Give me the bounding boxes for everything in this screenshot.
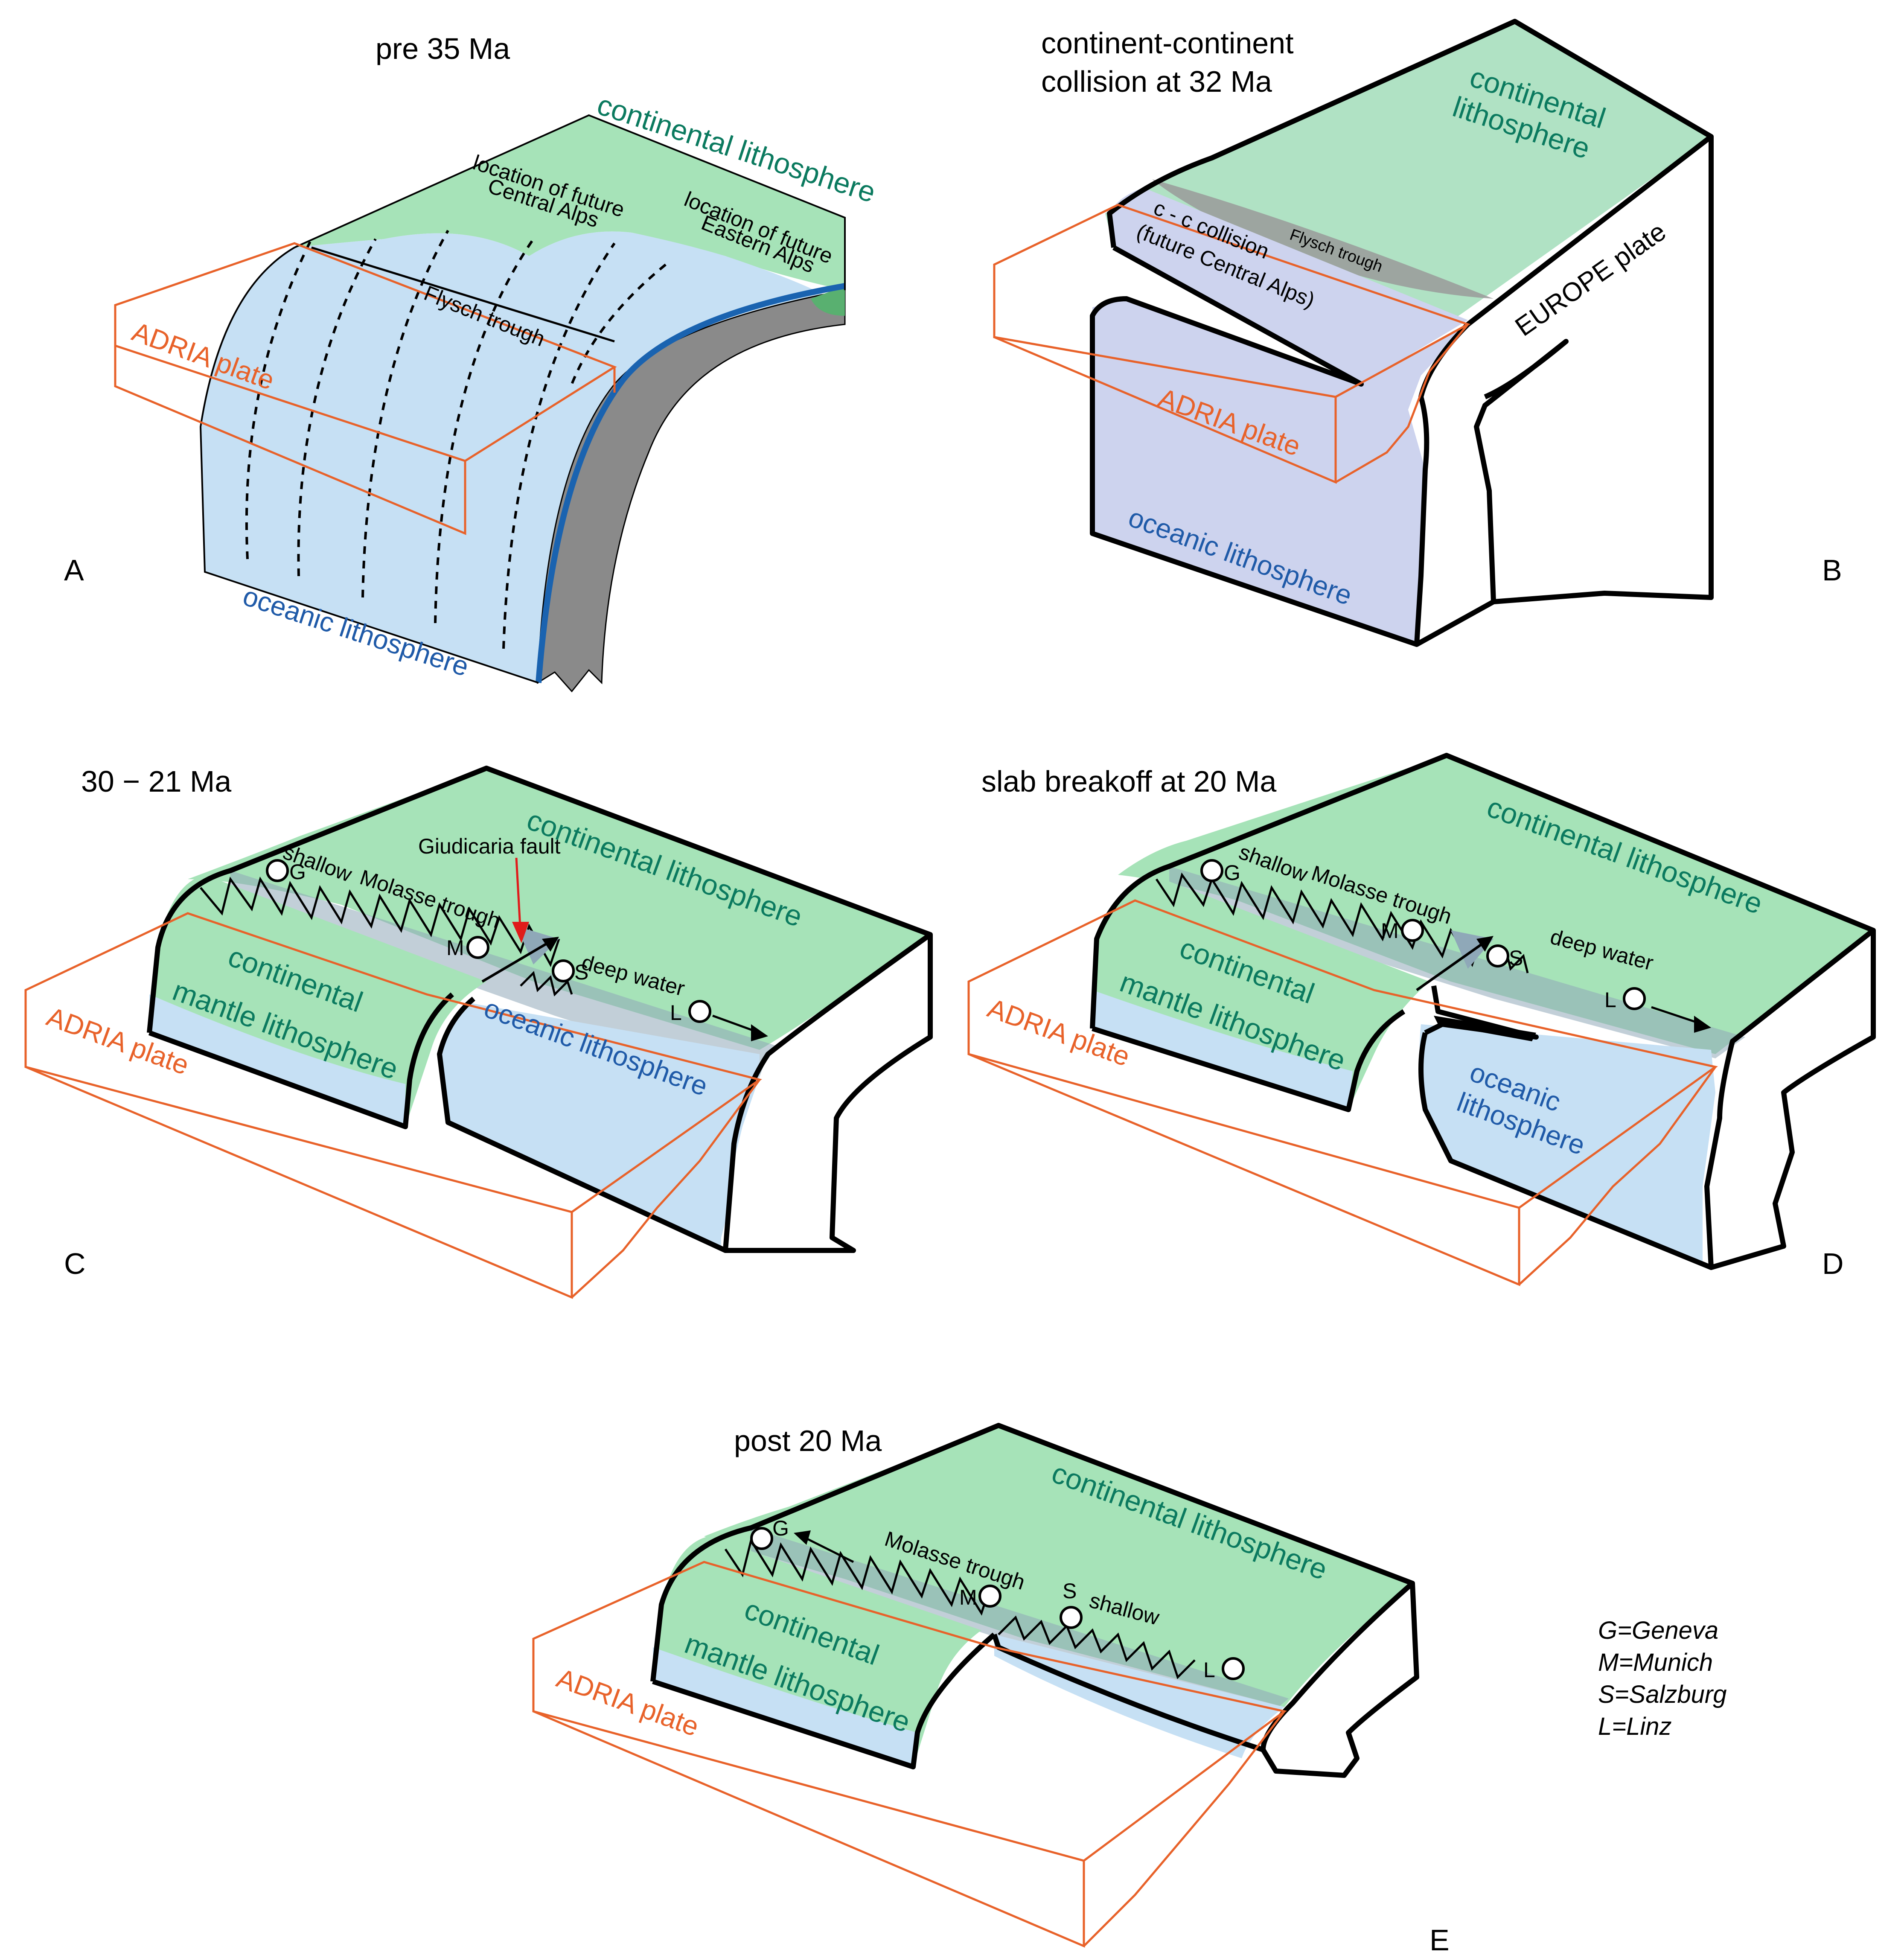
panel-b-title-2: collision at 32 Ma: [1041, 65, 1272, 98]
panel-a-continental-lithosphere: [294, 115, 845, 290]
panel-d-east-arrowhead: [1694, 1016, 1711, 1033]
panel-b-letter: B: [1822, 554, 1842, 587]
panel-c-city-g-label: G: [289, 860, 306, 884]
panel-e-city-l-label: L: [1203, 1658, 1215, 1682]
legend-linz: L=Linz: [1598, 1713, 1672, 1740]
panel-e-title: post 20 Ma: [734, 1424, 882, 1457]
panel-e-city-g-label: G: [772, 1516, 789, 1540]
panel-d-fault-arrow: [1416, 938, 1490, 991]
panel-d-oceanic-lithosphere: [1419, 1024, 1715, 1263]
legend-munich: M=Munich: [1598, 1649, 1713, 1676]
panel-e-thrust-east: [998, 1615, 1196, 1679]
panel-d-city-munich: [1401, 919, 1424, 942]
panel-d-adria-plate-box: [967, 899, 1718, 1286]
panel-c-giudicaria-label: Giudicaria fault: [418, 834, 561, 858]
panel-e-europe-face: [1263, 1583, 1417, 1775]
panel-d-city-geneva: [1200, 859, 1223, 882]
panel-d-city-linz: [1623, 987, 1646, 1010]
panel-e-east-block: [994, 1635, 1284, 1758]
panel-a-block-outline: [199, 114, 846, 684]
panel-c-city-s-label: S: [574, 960, 588, 984]
panel-a-dashed-lines: [245, 230, 667, 649]
panel-a-green-cap: [811, 286, 845, 316]
panel-d-outline: [1090, 753, 1876, 1270]
panel-c-europe-face: [725, 935, 930, 1250]
panel-c-city-salzburg: [552, 959, 575, 982]
panel-e-city-salzburg: [1060, 1606, 1083, 1629]
panel-e-adria-plate-box: [532, 1561, 1287, 1948]
panel-e-continental-lithosphere: [704, 1425, 1412, 1707]
panel-d-letter: D: [1822, 1247, 1844, 1280]
panel-c-mantle-lithosphere: [149, 875, 486, 1127]
panel-e-city-s-label: S: [1063, 1579, 1077, 1603]
panel-d-city-l-label: L: [1604, 988, 1616, 1012]
panel-d-fault-arrowhead: [1476, 936, 1494, 952]
panel-b: continent-continent collision at 32 Ma c…: [993, 19, 1842, 647]
panel-a-oceanic-lithosphere: [201, 231, 824, 683]
panel-e-mantle-lower: [653, 1647, 917, 1767]
panel-b-flysch-trough: [1152, 179, 1494, 299]
panel-d-continental-lithosphere: [1118, 755, 1873, 1054]
panel-c-molasse-trough: [230, 871, 802, 1084]
panel-e-west-arrowhead: [794, 1530, 811, 1545]
panel-a: pre 35 Ma continental lithosphere locati…: [64, 32, 879, 693]
panel-c-continental-lithosphere: [188, 768, 930, 1050]
panel-d-city-salzburg: [1486, 944, 1509, 967]
city-legend: G=Geneva M=Munich S=Salzburg L=Linz: [1598, 1617, 1726, 1740]
panel-c-giudicaria-arrowhead: [512, 922, 529, 943]
panel-e-west-arrow: [801, 1535, 854, 1563]
panel-e: post 20 Ma continental lithosphere Molas…: [532, 1423, 1450, 1957]
panel-d-city-g-label: G: [1224, 861, 1240, 885]
panel-a-adria-plate-box: [114, 242, 617, 535]
panel-c-fault-arrow: [481, 938, 556, 983]
panel-a-title: pre 35 Ma: [376, 32, 510, 65]
panel-c-letter: C: [64, 1247, 86, 1280]
panel-c-thrust-front: [200, 876, 560, 967]
panel-a-plate-boundary: [536, 283, 846, 683]
panel-d-mantle-lower: [1092, 990, 1353, 1110]
panel-b-upper-wedge: [1109, 188, 1468, 384]
panel-c-east-arrowhead: [751, 1024, 768, 1041]
panel-e-letter: E: [1429, 1923, 1450, 1957]
panel-a-letter: A: [64, 554, 84, 587]
panel-c-city-m-label: M: [446, 936, 464, 960]
panel-d-title: slab breakoff at 20 Ma: [981, 765, 1276, 798]
panel-e-city-linz: [1222, 1657, 1245, 1680]
panel-d-city-m-label: M: [1381, 919, 1399, 943]
panel-c-city-geneva: [266, 859, 289, 882]
panel-c-city-munich: [466, 936, 489, 959]
panel-c-fault-wedge: [516, 926, 559, 964]
panel-e-thrust-front: [724, 1538, 991, 1616]
panel-c-adria-plate-box: [24, 912, 762, 1299]
panel-b-title-1: continent-continent: [1041, 26, 1294, 60]
panel-c-title: 30 − 21 Ma: [81, 765, 231, 798]
panel-c-outline: [147, 766, 933, 1253]
panel-c-city-l-label: L: [670, 1001, 682, 1025]
panel-e-molasse-trough: [751, 1528, 1289, 1720]
panel-e-outline: [650, 1423, 1419, 1778]
panel-d: slab breakoff at 20 Ma continental litho…: [967, 753, 1876, 1286]
panel-b-europe-plate-face: [1408, 137, 1711, 644]
panel-c: 30 − 21 Ma continental lithosphere shall…: [24, 765, 933, 1299]
panel-d-city-s-label: S: [1509, 946, 1523, 970]
panel-e-city-m-label: M: [959, 1585, 977, 1609]
panel-b-adria-plate-box: [993, 204, 1471, 484]
panel-d-europe-face: [1711, 930, 1873, 1267]
panel-c-city-linz: [688, 1000, 711, 1023]
panel-c-mantle-lower: [149, 994, 405, 1127]
legend-geneva: G=Geneva: [1598, 1617, 1718, 1644]
panel-a-flysch-trough-line: [311, 246, 615, 343]
panel-c-oceanic-lithosphere: [440, 1003, 760, 1250]
panel-e-city-munich: [978, 1585, 1001, 1608]
panel-e-mantle-lithosphere: [653, 1536, 981, 1767]
panel-d-thrust-front: [1155, 872, 1482, 967]
panel-c-fault-arrowhead: [542, 937, 559, 952]
panel-e-city-geneva: [750, 1527, 773, 1550]
legend-salzburg: S=Salzburg: [1598, 1681, 1726, 1708]
panel-d-detached-slab: [1434, 1016, 1536, 1041]
panel-b-oceanic-lithosphere: [1092, 299, 1468, 644]
